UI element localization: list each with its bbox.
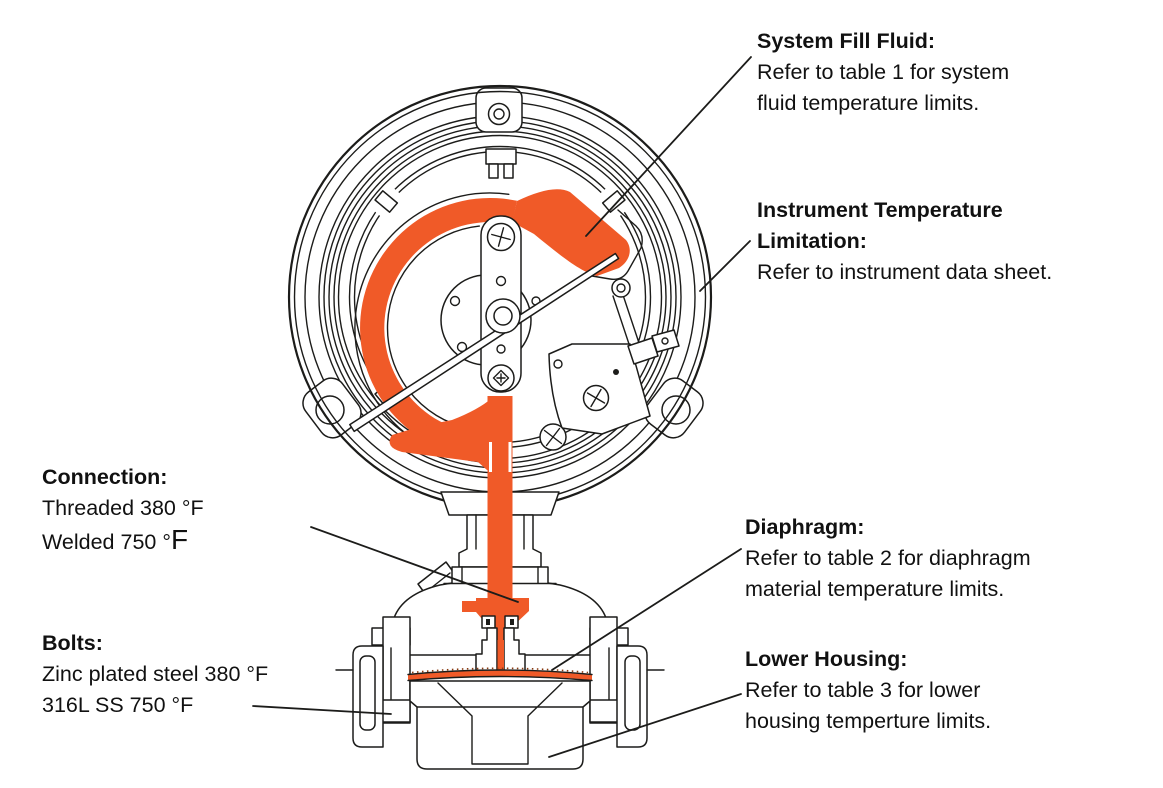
lug-hole-right (661, 395, 691, 425)
fill-fluid-tip (512, 189, 630, 276)
bleed-channel (462, 601, 478, 612)
bolts-left (335, 616, 411, 748)
leader-connection (310, 526, 519, 603)
leader-system-fill-fluid (585, 56, 752, 237)
lug-hole-left (315, 395, 345, 425)
screw-top (486, 222, 516, 252)
callout-text-part: Welded 750 ° (42, 530, 171, 554)
fill-funnel (476, 598, 529, 642)
callout-text: housing temperture limits. (745, 709, 992, 733)
callout-title: Limitation: (757, 229, 867, 253)
callout-bolts: Bolts: Zinc plated steel 380 °F 316L SS … (42, 628, 268, 721)
capillary (497, 640, 504, 676)
callout-text: Welded 750 °F (42, 524, 204, 558)
leader-lower-housing (548, 693, 742, 758)
callout-title: Bolts: (42, 631, 103, 655)
movement-mechanism (349, 215, 680, 451)
callout-instrument-temperature: Instrument Temperature Limitation: Refer… (757, 195, 1052, 288)
callout-diaphragm: Diaphragm: Refer to table 2 for diaphrag… (745, 512, 1031, 605)
callout-text: Refer to instrument data sheet. (757, 260, 1053, 284)
screw-square (487, 364, 515, 392)
fill-fluid-wedge (389, 396, 509, 470)
callout-title: Connection: (42, 465, 168, 489)
callout-title: Diaphragm: (745, 515, 865, 539)
screw-bracket (582, 384, 610, 412)
fill-fluid-column (407, 396, 593, 682)
callout-text: 316L SS 750 °F (42, 693, 194, 717)
callout-lower-housing: Lower Housing: Refer to table 3 for lowe… (745, 644, 991, 737)
lower-housing (409, 680, 591, 770)
callout-text: fluid temperature limits. (757, 91, 980, 115)
callout-text: Zinc plated steel 380 °F (42, 662, 269, 686)
leader-lines (252, 56, 752, 758)
callout-connection: Connection: Threaded 380 °F Welded 750 °… (42, 462, 204, 558)
callout-text-part: F (170, 524, 189, 555)
callout-text: Refer to table 3 for lower (745, 678, 981, 702)
callout-title: Instrument Temperature (757, 198, 1003, 222)
leader-bolts (252, 705, 392, 715)
pointer-needle (349, 252, 620, 433)
screw-lower (539, 423, 567, 451)
diaphragm (407, 667, 593, 682)
callout-title: System Fill Fluid: (757, 29, 935, 53)
callout-system-fill-fluid: System Fill Fluid: Refer to table 1 for … (757, 26, 1009, 119)
callout-title: Lower Housing: (745, 647, 908, 671)
callout-text: Refer to table 2 for diaphragm (745, 546, 1031, 570)
tube-tip-socket (591, 209, 643, 281)
capillary-gland (475, 615, 526, 673)
leader-instrument-temperature (699, 240, 751, 292)
callout-text: Refer to table 1 for system (757, 60, 1010, 84)
leader-diaphragm (551, 548, 742, 671)
mounting-lug-top (475, 87, 523, 133)
bolts-right (589, 616, 665, 748)
dial-clip (485, 148, 517, 179)
callout-text: material temperature limits. (745, 577, 1005, 601)
callout-text: Threaded 380 °F (42, 496, 204, 520)
linkage (548, 278, 680, 435)
